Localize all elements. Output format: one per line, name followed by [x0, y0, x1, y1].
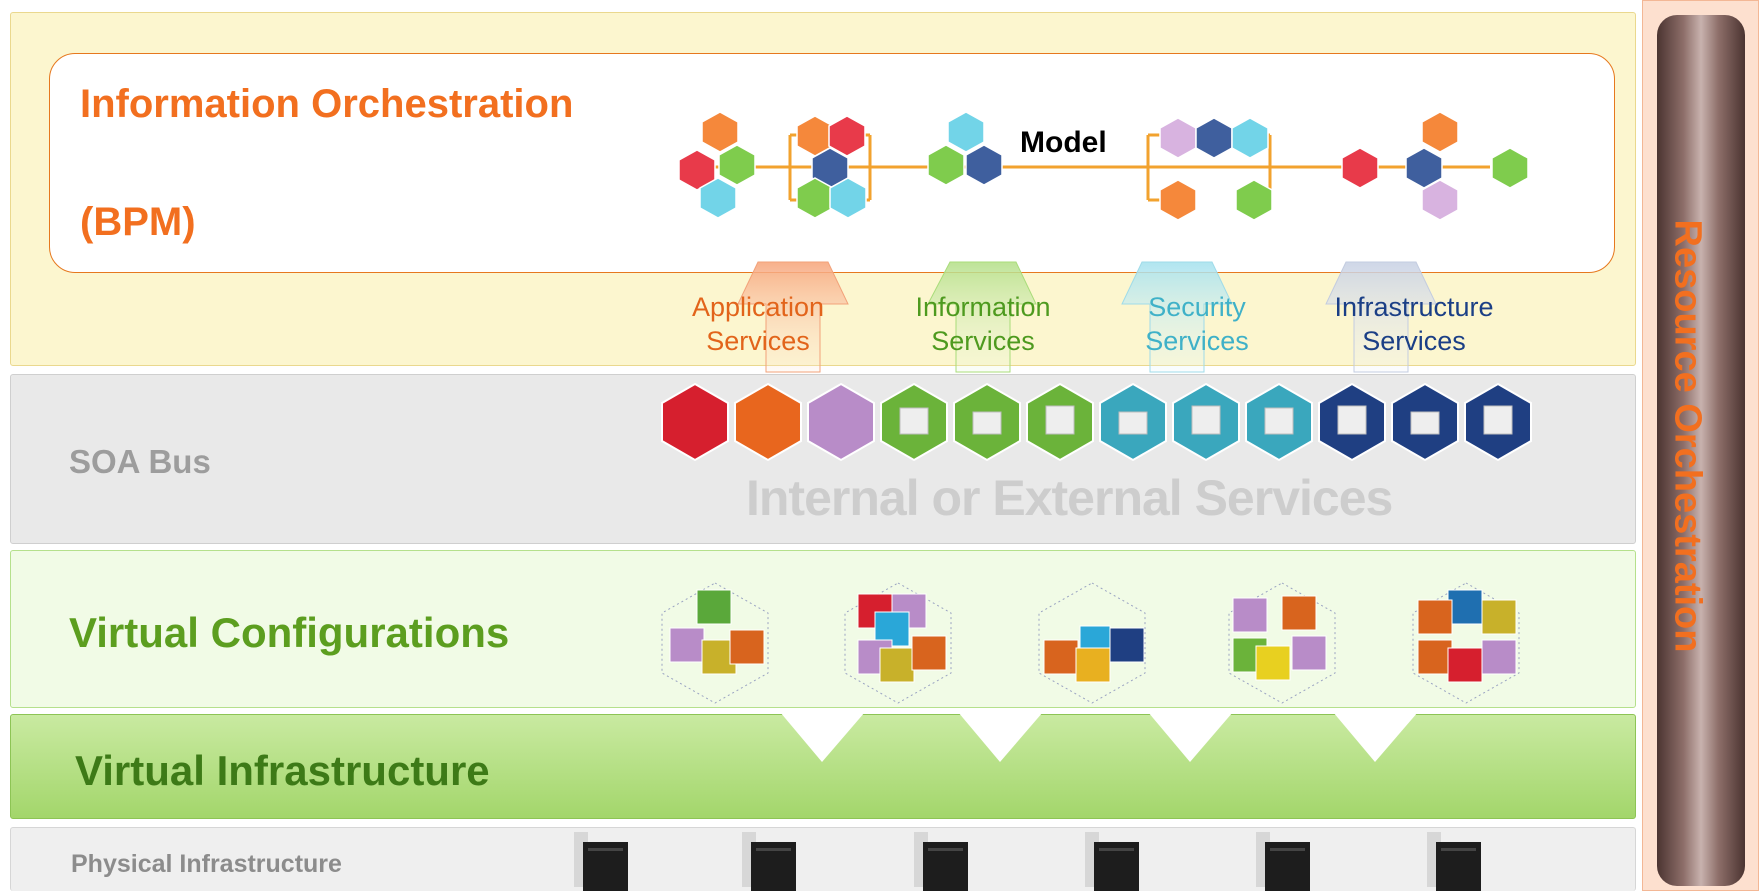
- service-label-line2: Services: [1145, 326, 1249, 356]
- hex-node: [1491, 147, 1529, 189]
- workflow-hexagons: [678, 111, 1529, 221]
- bpm-title-line2: (BPM): [80, 200, 196, 244]
- hex-node: [699, 177, 737, 219]
- service-label-security: Security Services: [1122, 290, 1272, 358]
- server-icon: [574, 832, 628, 891]
- resource-orchestration-panel: Resource Orchestration: [1642, 0, 1759, 891]
- config-cluster: [661, 582, 769, 704]
- server-icon: [1427, 832, 1481, 891]
- cube-icon: [1337, 405, 1367, 435]
- soa-service-cubes: [899, 405, 1513, 435]
- physical-infrastructure-label: Physical Infrastructure: [71, 850, 342, 878]
- arrow-application: [737, 261, 849, 373]
- config-cluster: [1038, 582, 1146, 704]
- service-label-application: Application Services: [683, 290, 833, 358]
- server-icon: [1256, 832, 1310, 891]
- service-label-line2: Services: [706, 326, 810, 356]
- hex-node: [1159, 179, 1197, 221]
- cube-icon: [1045, 405, 1075, 435]
- physical-servers: [574, 832, 1481, 891]
- cube-icon: [1191, 405, 1221, 435]
- hex-node: [1159, 117, 1197, 159]
- hex-node: [678, 149, 716, 191]
- cube-icon: [1410, 411, 1440, 435]
- cube-icon: [1118, 411, 1148, 435]
- physical-infrastructure-layer: Physical Infrastructure: [10, 827, 1636, 891]
- hex-node: [1405, 147, 1443, 189]
- soa-services-label: Internal or External Services: [746, 470, 1393, 526]
- service-hex: [807, 382, 875, 462]
- service-hex: [734, 382, 802, 462]
- service-label-line1: Application: [691, 292, 825, 322]
- cube-icon: [899, 407, 929, 435]
- server-icon: [914, 832, 968, 891]
- hex-node: [927, 144, 965, 186]
- config-cluster: [1228, 582, 1336, 704]
- down-arrow: [1333, 712, 1418, 762]
- config-cluster: [844, 582, 952, 704]
- bpm-layer: Information Orchestration (BPM): [10, 12, 1636, 366]
- service-label-line1: Infrastructure: [1334, 292, 1494, 322]
- service-hex: [661, 382, 729, 462]
- resource-orchestration-bar: [1657, 15, 1745, 886]
- arrow-information: [927, 261, 1037, 373]
- model-label: Model: [1020, 126, 1107, 159]
- service-arrows: [737, 261, 1437, 373]
- hex-node: [1195, 117, 1233, 159]
- virtual-configurations-layer: Virtual Configurations: [10, 550, 1636, 708]
- arrow-infrastructure: [1325, 261, 1437, 373]
- arrow-security: [1121, 261, 1233, 373]
- server-icon: [742, 832, 796, 891]
- service-label-information: Information Services: [908, 290, 1058, 358]
- service-label-infrastructure: Infrastructure Services: [1314, 290, 1514, 358]
- virtual-configurations-label: Virtual Configurations: [69, 609, 510, 656]
- hex-node: [701, 111, 739, 153]
- hex-node: [718, 144, 756, 186]
- down-arrow: [958, 712, 1043, 762]
- soa-service-hexagons: [661, 382, 1532, 462]
- hex-node: [828, 115, 866, 157]
- down-arrow: [1148, 712, 1233, 762]
- hex-node: [965, 144, 1003, 186]
- hex-node: [1231, 117, 1269, 159]
- hex-node: [1421, 179, 1459, 221]
- hex-node: [1235, 179, 1273, 221]
- server-icon: [1085, 832, 1139, 891]
- service-label-line2: Services: [931, 326, 1035, 356]
- bpm-title-line1: Information Orchestration: [80, 82, 574, 126]
- virtual-infrastructure-label: Virtual Infrastructure: [75, 747, 490, 794]
- virtual-config-cubes: [661, 582, 1520, 704]
- config-cluster: [1412, 582, 1520, 704]
- workflow-branch-2: [1146, 133, 1272, 202]
- service-label-line2: Services: [1362, 326, 1466, 356]
- soa-bus-label: SOA Bus: [69, 443, 211, 480]
- hex-node: [1341, 147, 1379, 189]
- hex-node: [947, 111, 985, 153]
- service-label-line1: Security: [1148, 292, 1246, 322]
- cube-icon: [972, 411, 1002, 435]
- down-arrows: [780, 712, 1418, 762]
- service-label-line1: Information: [915, 292, 1051, 322]
- cube-icon: [1483, 405, 1513, 435]
- down-arrow: [780, 712, 865, 762]
- hex-node: [829, 177, 867, 219]
- hex-node: [1421, 111, 1459, 153]
- cube-icon: [1264, 407, 1294, 435]
